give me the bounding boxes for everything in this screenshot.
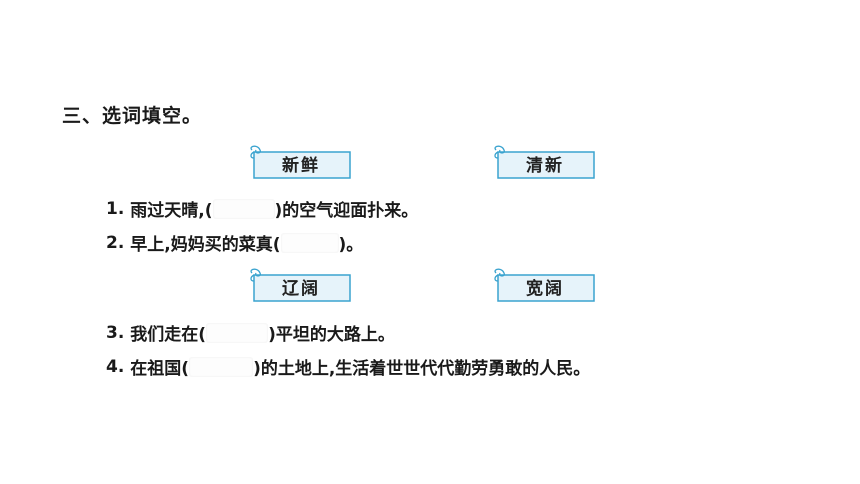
question-number: 2. <box>106 232 125 253</box>
question-4: 4. 在祖国( )的土地上,生活着世世代代勤劳勇敢的人民。 <box>106 354 590 379</box>
question-text-after: )平坦的大路上。 <box>268 325 395 345</box>
question-number: 3. <box>106 322 125 343</box>
word-card-4: 宽阔 <box>490 267 600 305</box>
question-number: 1. <box>106 198 125 219</box>
question-text-before: 早上,妈妈买的菜真( <box>130 235 281 255</box>
answer-blank[interactable] <box>189 356 254 377</box>
question-2: 2. 早上,妈妈买的菜真( )。 <box>106 230 363 255</box>
word-card-label: 清新 <box>526 155 564 176</box>
question-text-before: 雨过天晴,( <box>130 201 213 221</box>
word-card-label: 辽阔 <box>282 278 320 299</box>
scroll-card-icon <box>494 268 595 302</box>
question-text-after: )的空气迎面扑来。 <box>274 201 419 221</box>
question-text-after: )。 <box>338 235 364 255</box>
scroll-card-icon <box>250 145 351 179</box>
question-text-before: 我们走在( <box>130 325 207 345</box>
word-card-label: 宽阔 <box>526 278 564 299</box>
word-card-3: 辽阔 <box>246 267 356 305</box>
section-title: 三、选词填空。 <box>62 105 203 127</box>
answer-blank[interactable] <box>280 232 339 253</box>
answer-blank[interactable] <box>206 322 269 343</box>
question-3: 3. 我们走在( )平坦的大路上。 <box>106 320 395 345</box>
word-card-1: 新鲜 <box>246 144 356 182</box>
question-text-before: 在祖国( <box>130 359 190 379</box>
scroll-card-icon <box>494 145 595 179</box>
question-text-after: )的土地上,生活着世世代代勤劳勇敢的人民。 <box>253 359 591 379</box>
question-1: 1. 雨过天晴,( )的空气迎面扑来。 <box>106 196 418 221</box>
answer-blank[interactable] <box>212 198 275 219</box>
scroll-card-icon <box>250 268 351 302</box>
word-card-2: 清新 <box>490 144 600 182</box>
question-number: 4. <box>106 356 125 377</box>
word-card-label: 新鲜 <box>282 155 320 176</box>
